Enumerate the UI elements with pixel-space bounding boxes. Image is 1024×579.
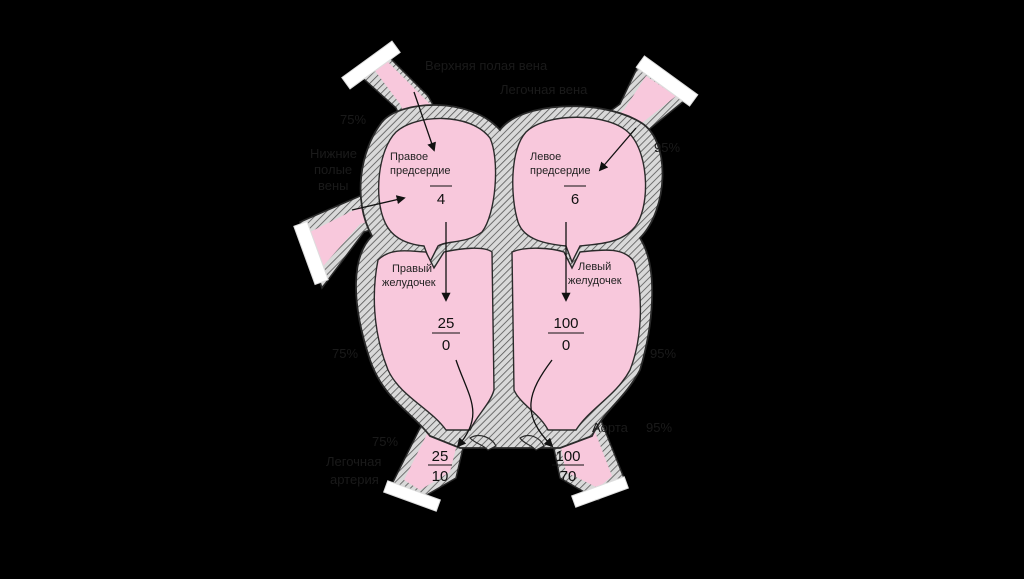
label-aorta: Аорта [592, 420, 629, 435]
flow-arrows [351, 91, 637, 448]
arrow-lv-to-aorta [530, 359, 554, 448]
label-inferior-vena-cava-line-1: Нижние [310, 146, 357, 161]
label-left-ventricle-line-2: желудочек [568, 275, 622, 287]
label-inferior-vena-cava-line-3: вены [318, 178, 349, 193]
arrow-svc-to-ra [413, 91, 436, 152]
label-inferior-vena-cava-line-2: полые [314, 162, 352, 177]
pressure-left-ventricle-diastolic: 0 [562, 337, 570, 354]
pressure-aorta-diastolic: 70 [560, 468, 577, 485]
pressure-left-atrium: 6 [564, 185, 586, 208]
label-right-atrium-line-2: предсердие [390, 165, 451, 177]
pressure-left-atrium-value: 6 [571, 191, 579, 208]
label-left-atrium-line-1: Левое [530, 151, 561, 163]
vessel-clamps [293, 40, 699, 512]
clamp-inferior-vena-cava [293, 220, 329, 286]
right-ventricle-chamber [373, 247, 495, 431]
label-left-atrium-line-2: предсердие [530, 165, 591, 177]
right-atrium-chamber [378, 117, 497, 264]
clamp-superior-vena-cava [341, 40, 401, 90]
label-right-ventricle-line-1: Правый [392, 263, 432, 275]
arrow-rv-to-pa [455, 359, 474, 448]
pulmonary-valve [469, 434, 497, 451]
left-atrium-chamber [512, 116, 647, 264]
saturation-pulmonary-artery: 75% [372, 434, 398, 449]
label-pulmonary-artery-line-2: артерия [330, 472, 379, 487]
pressure-left-ventricle: 100 0 [548, 315, 584, 354]
label-pulmonary-vein: Легочная вена [500, 82, 588, 97]
pressure-right-ventricle-systolic: 25 [438, 315, 455, 332]
pressure-aorta: 100 70 [552, 448, 584, 485]
arrow-pv-to-la [598, 127, 637, 172]
saturation-right-ventricle: 75% [332, 346, 358, 361]
label-right-ventricle-line-2: желудочек [382, 277, 436, 289]
pressure-right-atrium: 4 [430, 185, 452, 208]
aortic-valve [519, 434, 545, 451]
clamp-pulmonary-vein [635, 55, 699, 107]
left-ventricle-chamber [511, 247, 642, 431]
arrow-ivc-to-ra [351, 195, 406, 211]
saturation-left-ventricle: 95% [650, 346, 676, 361]
clamp-pulmonary-artery [382, 480, 442, 512]
clamp-aorta [570, 476, 630, 508]
pressure-right-ventricle: 25 0 [432, 315, 460, 354]
pressure-pulmonary-artery: 25 10 [428, 448, 452, 485]
saturation-aorta: 95% [646, 420, 672, 435]
label-right-atrium-line-1: Правое [390, 151, 428, 163]
label-left-ventricle-line-1: Левый [578, 261, 611, 273]
saturation-svc: 75% [340, 112, 366, 127]
pressure-left-ventricle-systolic: 100 [553, 315, 578, 332]
pressure-pulmonary-artery-diastolic: 10 [432, 468, 449, 485]
label-pulmonary-artery-line-1: Легочная [326, 454, 381, 469]
pressure-right-ventricle-diastolic: 0 [442, 337, 450, 354]
pressure-pulmonary-artery-systolic: 25 [432, 448, 449, 465]
label-superior-vena-cava: Верхняя полая вена [425, 58, 548, 73]
pressure-aorta-systolic: 100 [555, 448, 580, 465]
pressure-right-atrium-value: 4 [437, 191, 445, 208]
saturation-pulmonary-vein: 95% [654, 140, 680, 155]
